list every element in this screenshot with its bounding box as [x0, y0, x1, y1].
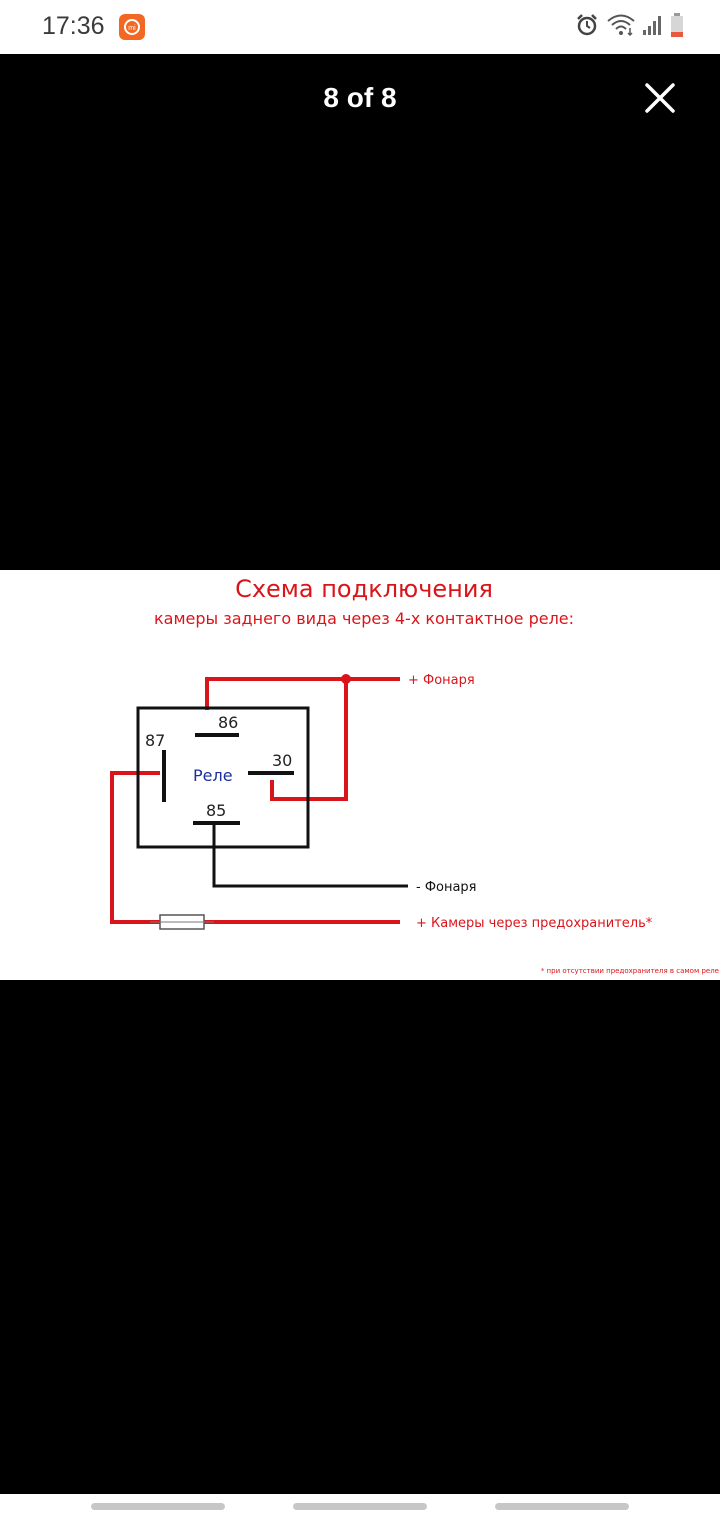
wire-85-to-lamp-minus	[212, 824, 408, 888]
svg-text:mi: mi	[128, 25, 136, 32]
status-icons	[574, 12, 684, 43]
navigation-bar	[0, 1494, 720, 1520]
alarm-icon	[574, 12, 600, 43]
pin-30-label: 30	[272, 751, 292, 770]
relay-box	[136, 706, 310, 849]
nav-back-button[interactable]	[495, 1503, 629, 1510]
diagram-subtitle: камеры заднего вида через 4-х контактное…	[154, 609, 574, 628]
lamp-minus-label: - Фонаря	[416, 880, 477, 895]
pin-87-label: 87	[145, 731, 165, 750]
close-icon	[645, 83, 675, 113]
viewer-header: 8 of 8	[0, 54, 720, 144]
relay-label: Реле	[193, 766, 233, 785]
junction-dot	[341, 674, 351, 684]
image-counter: 8 of 8	[323, 82, 397, 113]
nav-home-button[interactable]	[293, 1503, 427, 1510]
diagram-title: Схема подключения	[235, 575, 493, 603]
nav-recent-apps-button[interactable]	[91, 1503, 225, 1510]
wire-lamp-plus	[205, 677, 400, 710]
status-bar: 17:36 mi	[0, 0, 720, 54]
wire-87-to-camera	[110, 771, 160, 924]
camera-plus-label: + Камеры через предохранитель*	[416, 916, 653, 931]
pin-86-label: 86	[218, 713, 238, 732]
diagram-footnote: * при отсутствии предохранителя в самом …	[541, 967, 719, 975]
image-stage[interactable]: Схема подключения камеры заднего вида че…	[0, 570, 720, 980]
battery-icon	[670, 12, 684, 43]
pin-85-label: 85	[206, 801, 226, 820]
status-time: 17:36	[42, 12, 105, 40]
wifi-icon	[606, 13, 636, 42]
mi-app-icon: mi	[119, 14, 145, 40]
lamp-plus-label: + Фонаря	[408, 673, 475, 688]
close-button[interactable]	[640, 78, 680, 118]
signal-icon	[642, 13, 664, 42]
relay-wiring-diagram: Схема подключения камеры заднего вида че…	[110, 575, 719, 975]
